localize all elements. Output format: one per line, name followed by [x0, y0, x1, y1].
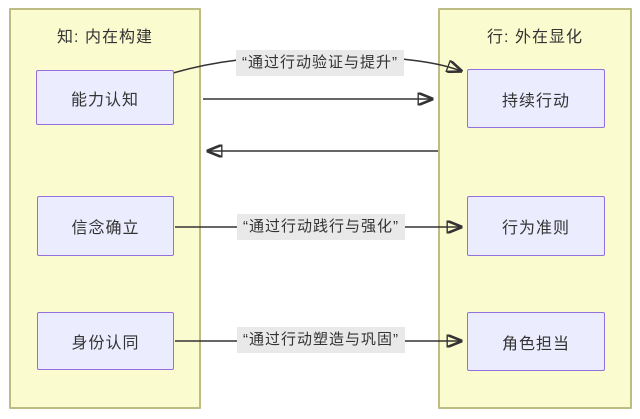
edge-label-verify-improve: “通过行动验证与提升” — [236, 50, 404, 76]
node-identity: 身份认同 — [37, 312, 174, 370]
edge-label-practice-strengthen: “通过行动践行与强化” — [237, 214, 405, 240]
node-ability-cognition: 能力认知 — [36, 70, 174, 125]
node-role-responsibility: 角色担当 — [467, 312, 605, 371]
node-continuous-action: 持续行动 — [467, 69, 605, 128]
node-belief-establishment: 信念确立 — [37, 196, 174, 256]
panel-doing-title: 行: 外在显化 — [487, 29, 583, 46]
edge-label-shape-consolidate: “通过行动塑造与巩固” — [237, 327, 405, 353]
panel-knowing-title: 知: 内在构建 — [57, 29, 153, 46]
node-behavior-guidelines: 行为准则 — [467, 196, 605, 256]
